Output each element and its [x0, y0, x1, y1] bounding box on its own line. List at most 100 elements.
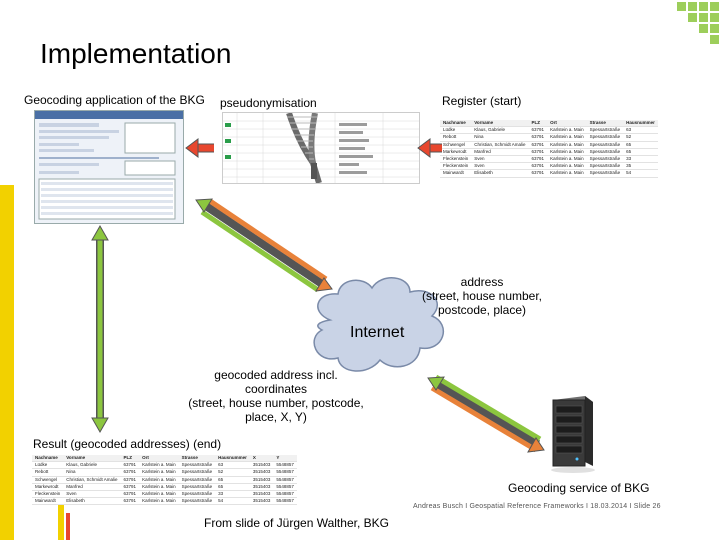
- internet-cloud: [313, 277, 444, 372]
- cell: Karlstein a. Main: [139, 476, 179, 484]
- pseudonymisation-label: pseudonymisation: [220, 96, 317, 110]
- cell: Spessartstraße: [586, 155, 624, 164]
- cell: Rebott: [32, 468, 64, 477]
- cell: 63: [215, 461, 250, 470]
- cell: Karlstein a. Main: [547, 133, 587, 142]
- cell: Sven: [471, 155, 529, 164]
- cell: 63791: [120, 497, 140, 506]
- cell: Spessartstraße: [586, 148, 624, 157]
- result-table: Nachname Vorname PLZ Ort Strasse Hausnum…: [32, 455, 297, 506]
- cell: Nina: [63, 468, 121, 477]
- cell: 63: [623, 126, 658, 135]
- cell: 5548857: [273, 476, 297, 484]
- cell: Spessartstraße: [178, 461, 216, 470]
- cell: Elisabeth: [471, 169, 529, 178]
- cell: 65: [215, 483, 250, 492]
- cell: 63791: [528, 133, 548, 142]
- result-table-header: Nachname Vorname PLZ Ort Strasse Hausnum…: [32, 455, 297, 463]
- result-header-cell: PLZ: [120, 455, 140, 463]
- cell: Lüdke: [32, 461, 64, 470]
- server-icon: [551, 396, 595, 473]
- address-label: address (street, house number, postcode,…: [418, 275, 546, 317]
- geocoded-line: geocoded address incl.: [214, 368, 338, 382]
- cell: 52: [623, 133, 658, 142]
- cell: Klaus, Gabriele: [471, 126, 529, 135]
- zipper-icon: [286, 112, 322, 184]
- result-header-cell: X: [249, 455, 274, 463]
- address-line: postcode, place): [437, 303, 527, 317]
- result-header-cell: Hausnummer: [215, 455, 250, 463]
- register-table: Nachname Vorname PLZ Ort Strasse Hausnum…: [440, 120, 658, 178]
- app-window-illustration: [35, 111, 183, 220]
- slide-title: Implementation: [40, 38, 232, 69]
- cell: 63791: [120, 476, 140, 484]
- arrow-internet-to-service: [427, 374, 545, 453]
- arrow-app-to-internet: [195, 198, 333, 293]
- cell: 63791: [528, 155, 548, 164]
- arrow-app-to-result: [91, 224, 109, 434]
- result-header-cell: Strasse: [178, 455, 216, 463]
- cell: Karlstein a. Main: [139, 468, 179, 477]
- arrow-register-to-pseudonymisation: [417, 138, 442, 158]
- geocoding-app-screenshot: [34, 110, 184, 224]
- spreadsheet-illustration: [223, 112, 419, 184]
- decorative-yellow-bar: [0, 185, 14, 540]
- cell: Schwengel: [32, 476, 64, 484]
- geocoding-service-label: Geocoding service of BKG: [508, 481, 650, 495]
- cell: Spessartstraße: [178, 468, 216, 477]
- cell: 63791: [528, 162, 548, 171]
- result-header-cell: Ort: [139, 455, 179, 463]
- decorative-bar: [66, 513, 70, 540]
- cell: Markewrodt: [32, 483, 64, 492]
- cell: Sven: [471, 162, 529, 171]
- cell: 5548857: [273, 461, 297, 470]
- cell: Spessartstraße: [586, 162, 624, 171]
- register-header-cell: PLZ: [528, 120, 548, 128]
- register-table-header: Nachname Vorname PLZ Ort Strasse Hausnum…: [440, 120, 658, 128]
- result-end-label: Result (geocoded addresses) (end): [33, 437, 222, 451]
- footer-credit: Andreas Busch I Geospatial Reference Fra…: [413, 503, 661, 510]
- cell: 63791: [120, 483, 140, 492]
- cell: Karlstein a. Main: [139, 497, 179, 506]
- cell: 33: [623, 155, 658, 164]
- cell: Sven: [63, 490, 121, 499]
- cell: Christian, Schmidt Amalie: [471, 141, 529, 149]
- register-header-cell: Ort: [547, 120, 587, 128]
- cell: 5548857: [273, 483, 297, 492]
- cell: 63791: [120, 490, 140, 499]
- geocoded-line: (street, house number, postcode,: [188, 396, 364, 410]
- register-header-cell: Hausnummer: [623, 120, 658, 128]
- cell: Spessartstraße: [586, 126, 624, 135]
- cell: Karlstein a. Main: [547, 148, 587, 157]
- cell: Karlstein a. Main: [139, 490, 179, 499]
- cell: 3515403: [249, 483, 274, 492]
- cell: Schwengel: [440, 141, 472, 149]
- register-header-cell: Strasse: [586, 120, 624, 128]
- geocoded-line: place, X, Y): [245, 410, 307, 424]
- register-header-cell: Nachname: [440, 120, 472, 128]
- cell: Fleckenstein: [32, 490, 64, 499]
- cell: 5548857: [273, 468, 297, 477]
- cell: Klaus, Gabriele: [63, 461, 121, 470]
- internet-label: Internet: [350, 324, 405, 341]
- cell: Karlstein a. Main: [547, 155, 587, 164]
- register-header-cell: Vorname: [471, 120, 529, 128]
- result-header-cell: Y: [273, 455, 297, 463]
- cell: Mainwardt: [32, 497, 64, 506]
- cell: Elisabeth: [63, 497, 121, 506]
- cell: Spessartstraße: [178, 490, 216, 499]
- cell: Lüdke: [440, 126, 472, 135]
- address-line: (street, house number,: [421, 289, 543, 303]
- cell: Spessartstraße: [178, 483, 216, 492]
- cell: 3515403: [249, 497, 274, 506]
- geocoding-app-label: Geocoding application of the BKG: [24, 93, 205, 107]
- cell: Spessartstraße: [178, 497, 216, 506]
